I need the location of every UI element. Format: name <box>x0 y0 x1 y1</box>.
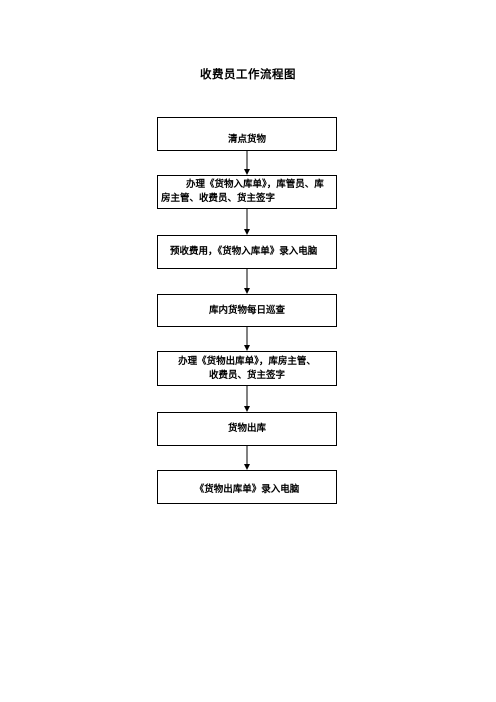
flow-step-goods-out: 货物出库 <box>157 412 337 446</box>
flow-step-label: 清点货物 <box>227 134 266 145</box>
flow-step-inbound-form: 办理《货物入库单》，库管员、库房主管、收费员、货主签字 <box>157 175 337 209</box>
flow-step-prepay-entry: 预收费用，《货物入库单》录入电脑 <box>157 235 337 269</box>
flow-step-label: 货物出库 <box>227 423 266 434</box>
flow-step-outbound-entry: 《货物出库单》录入电脑 <box>157 470 337 504</box>
flow-step-label: 库内货物每日巡查 <box>208 304 285 316</box>
page-title: 收费员工作流程图 <box>200 67 296 81</box>
flow-step-daily-inspection: 库内货物每日巡查 <box>157 294 337 327</box>
flow-step-outbound-form: 办理《货物出库单》，库房主管、 收费员、货主签字 <box>157 351 337 386</box>
flow-step-label: 办理《货物入库单》，库管员、库房主管、收费员、货主签字 <box>161 179 324 204</box>
flow-step-label: 预收费用，《货物入库单》录入电脑 <box>170 246 318 257</box>
flow-step-count-goods: 清点货物 <box>157 117 337 151</box>
flow-step-label: 《货物出库单》录入电脑 <box>194 484 300 495</box>
flow-step-label: 办理《货物出库单》，库房主管、 收费员、货主签字 <box>178 355 316 381</box>
